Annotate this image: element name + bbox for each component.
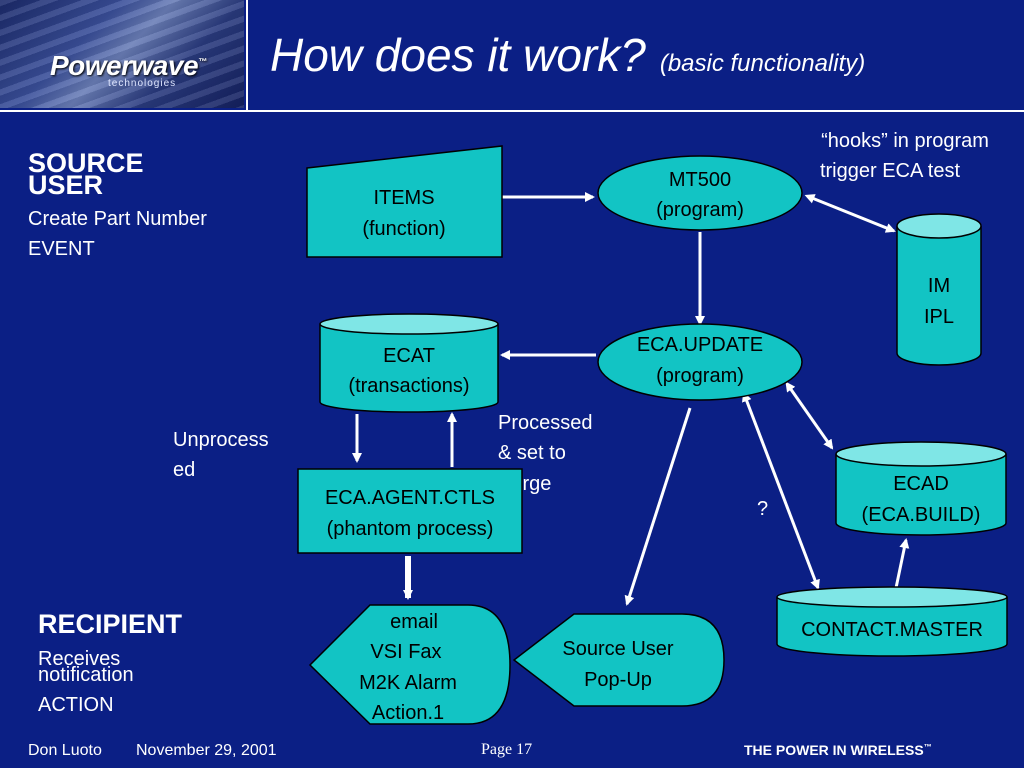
logo: Powerwave™ bbox=[50, 50, 207, 81]
unprocessed-label-1: Unprocess bbox=[173, 429, 269, 451]
node-email-label-1: email bbox=[390, 611, 438, 633]
node-popup-label-2: Pop-Up bbox=[584, 669, 652, 691]
footer-author: Don Luoto bbox=[28, 742, 102, 759]
arrow-update-contact bbox=[742, 391, 820, 590]
node-mt500-label-1: MT500 bbox=[669, 169, 731, 191]
source-line-1: Create Part Number bbox=[28, 208, 207, 230]
node-agent-label-2: (phantom process) bbox=[327, 518, 494, 540]
node-ecat-label-2: (transactions) bbox=[348, 375, 469, 397]
node-popup-label-1: Source User bbox=[562, 638, 673, 660]
node-email-label-3: M2K Alarm bbox=[359, 672, 457, 694]
unprocessed-label-2: ed bbox=[173, 459, 196, 481]
node-contact-master: CONTACT.MASTER bbox=[776, 586, 1008, 657]
footer-page: Page 17 bbox=[481, 741, 533, 758]
node-email-label-2: VSI Fax bbox=[370, 641, 441, 663]
node-items: ITEMS (function) bbox=[306, 145, 503, 258]
node-ecad-label-2: (ECA.BUILD) bbox=[862, 504, 981, 526]
node-im-label-2: IPL bbox=[924, 306, 954, 328]
node-eca-agent: ECA.AGENT.CTLS (phantom process) bbox=[297, 468, 523, 554]
node-items-label-1: ITEMS bbox=[373, 187, 434, 209]
node-ecad-label-1: ECAD bbox=[893, 473, 949, 495]
node-items-label-2: (function) bbox=[362, 218, 445, 240]
node-im-label-1: IM bbox=[928, 275, 950, 297]
footer-date: November 29, 2001 bbox=[136, 742, 277, 759]
source-heading-1: SOURCE bbox=[28, 148, 144, 178]
footer-slogan: THE POWER IN WIRELESS™ bbox=[744, 742, 932, 758]
node-eca-update-label-1: ECA.UPDATE bbox=[637, 334, 763, 356]
node-ecad: ECAD (ECA.BUILD) bbox=[835, 441, 1007, 536]
header-divider-vertical bbox=[246, 0, 248, 110]
node-email: email VSI Fax M2K Alarm Action.1 bbox=[308, 604, 511, 725]
recipient-line-2: notification bbox=[38, 664, 134, 686]
node-mt500: MT500 (program) bbox=[597, 155, 803, 231]
arrow-update-ecad bbox=[785, 381, 834, 450]
node-contact-label: CONTACT.MASTER bbox=[801, 619, 983, 641]
node-eca-update-label-2: (program) bbox=[656, 365, 744, 387]
node-agent-label-1: ECA.AGENT.CTLS bbox=[325, 487, 495, 509]
arrow-update-to-popup bbox=[624, 407, 692, 606]
node-ecat-label-1: ECAT bbox=[383, 345, 435, 367]
node-eca-update: ECA.UPDATE (program) bbox=[597, 323, 803, 401]
recipient-heading: RECIPIENT bbox=[38, 609, 183, 639]
hooks-note-1: “hooks” in program bbox=[821, 130, 989, 152]
processed-label-2: & set to bbox=[498, 442, 566, 464]
arrow-contact-to-ecad bbox=[894, 538, 910, 589]
recipient-line-3: ACTION bbox=[38, 694, 114, 716]
node-mt500-label-2: (program) bbox=[656, 199, 744, 221]
slide-title: How does it work?(basic functionality) bbox=[270, 29, 866, 81]
slide-subtitle: (basic functionality) bbox=[659, 50, 866, 77]
node-popup: Source User Pop-Up bbox=[512, 613, 725, 707]
recipient-line-1: Receives bbox=[38, 648, 121, 670]
logo-subtitle: technologies bbox=[108, 78, 177, 89]
source-heading-2: USER bbox=[28, 170, 104, 200]
arrow-mt500-im bbox=[804, 194, 896, 233]
processed-label-1: Processed bbox=[498, 412, 593, 434]
node-ecat: ECAT (transactions) bbox=[319, 313, 499, 413]
node-email-label-4: Action.1 bbox=[372, 702, 444, 724]
source-line-2: EVENT bbox=[28, 238, 95, 260]
hooks-note-2: trigger ECA test bbox=[819, 160, 961, 182]
node-im-ipl: IM IPL bbox=[896, 213, 982, 366]
header-divider-horizontal bbox=[0, 110, 1024, 112]
logo-panel bbox=[0, 0, 244, 108]
